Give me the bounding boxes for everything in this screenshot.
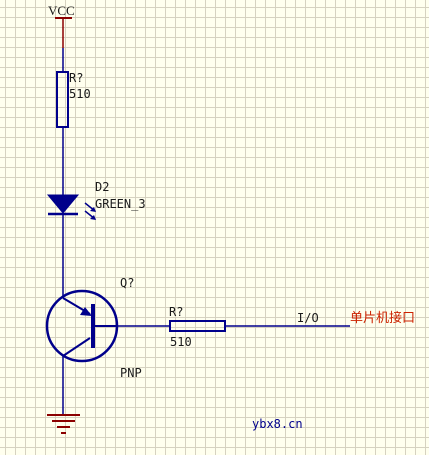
led-triangle[interactable] (46, 194, 80, 214)
resistor-top-designator: R? (69, 71, 83, 85)
led-arrow-2-head (90, 215, 96, 220)
resistor-base-value: 510 (170, 335, 192, 349)
led-designator: D2 (95, 180, 109, 194)
transistor-collector (62, 337, 91, 357)
resistor-top-body[interactable] (56, 71, 69, 128)
transistor-emitter-arrow (80, 307, 92, 316)
led-arrow-1-head (90, 207, 96, 212)
resistor-base-body[interactable] (169, 320, 226, 332)
resistor-top-value: 510 (69, 87, 91, 101)
led-part: GREEN_3 (95, 197, 146, 211)
net-label-io: I/O (297, 311, 319, 325)
vcc-label: VCC (48, 3, 75, 18)
transistor-designator: Q? (120, 276, 134, 290)
port-label: 单片机接口 (350, 310, 415, 326)
transistor-type: PNP (120, 366, 142, 380)
resistor-base-designator: R? (169, 305, 183, 319)
watermark-text: ybx8.cn (252, 417, 303, 431)
